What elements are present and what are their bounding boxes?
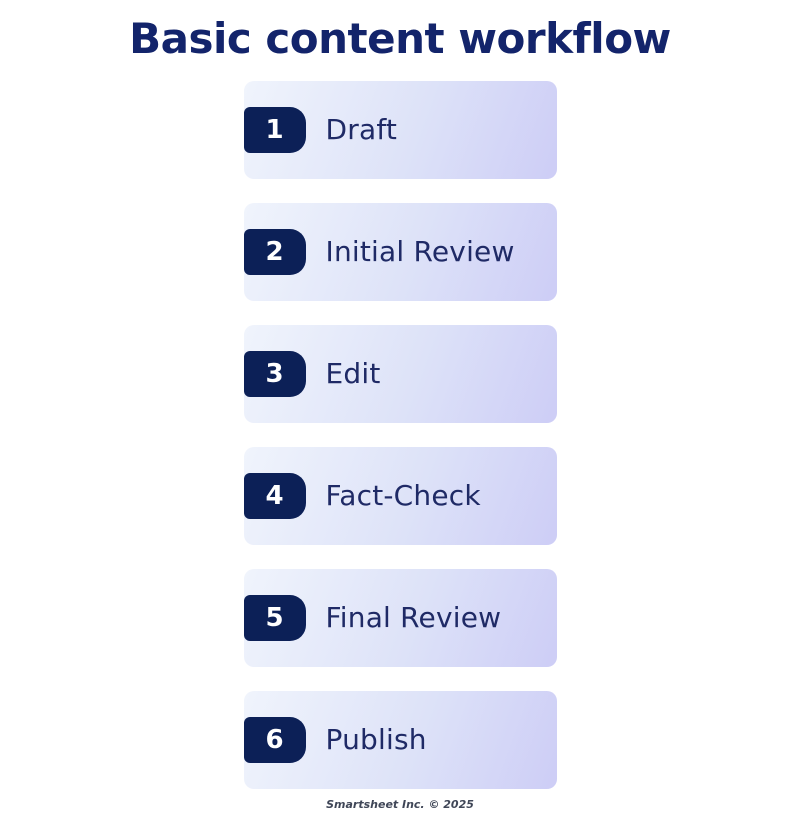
workflow-step-draft: 1 Draft [243,80,557,179]
step-number-badge: 5 [243,594,306,641]
workflow-steps: 1 Draft 2 Initial Review 3 Edit 4 Fact-C… [243,80,557,789]
workflow-step-edit: 3 Edit [243,324,557,423]
workflow-step-initial-review: 2 Initial Review [243,202,557,301]
workflow-step-publish: 6 Publish [243,690,557,789]
workflow-step-final-review: 5 Final Review [243,568,557,667]
step-number-badge: 3 [243,350,306,397]
step-label: Final Review [325,601,502,635]
step-number-badge: 1 [243,106,306,153]
step-number-badge: 2 [243,228,306,275]
step-label: Edit [325,357,381,391]
footer-credit: Smartsheet Inc. © 2025 [326,797,474,811]
step-number-badge: 6 [243,716,306,763]
step-label: Initial Review [325,235,515,269]
step-label: Draft [325,113,398,147]
step-number-badge: 4 [243,472,306,519]
workflow-step-fact-check: 4 Fact-Check [243,446,557,545]
step-label: Fact-Check [325,479,481,513]
page-title: Basic content workflow [129,14,671,63]
step-label: Publish [325,723,427,757]
